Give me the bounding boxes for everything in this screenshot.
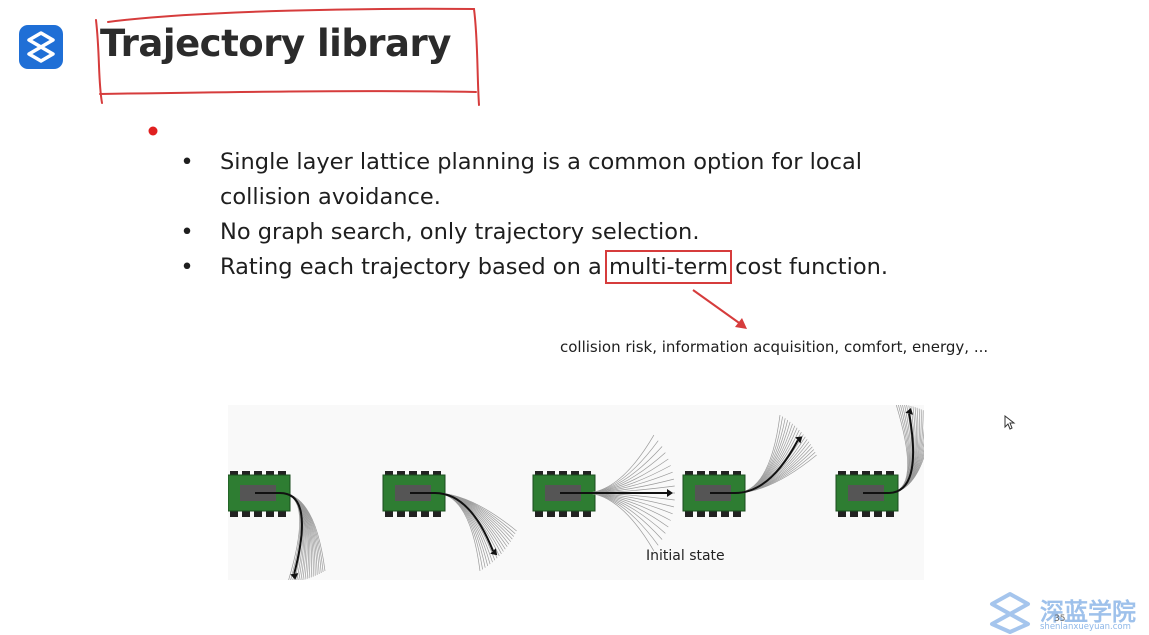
bullet-marker: •: [180, 254, 194, 280]
bullet-item: • No graph search, only trajectory selec…: [180, 215, 940, 250]
robot-wheel: [583, 471, 591, 477]
highlighted-term: multi-term: [604, 250, 733, 284]
watermark-url: shenlanxueyuan.com: [1040, 622, 1131, 632]
trajectory-illustration: [227, 403, 934, 583]
robot-wheel: [230, 471, 238, 477]
robot-wheel: [421, 511, 429, 517]
robot-wheel: [242, 471, 250, 477]
ink-dot: [148, 126, 158, 136]
robot-wheel: [254, 471, 262, 477]
robot-wheel: [433, 471, 441, 477]
robot-wheel: [535, 511, 543, 517]
robot-wheel: [685, 511, 693, 517]
robot-wheel: [850, 471, 858, 477]
robot-wheel: [862, 511, 870, 517]
robot-wheel: [409, 511, 417, 517]
robot-wheel: [278, 511, 286, 517]
bullet-text-before: Rating each trajectory based on a: [220, 254, 609, 280]
robot-wheel: [721, 471, 729, 477]
robot-wheel: [385, 511, 393, 517]
robot-wheel: [862, 471, 870, 477]
robot-wheel: [709, 511, 717, 517]
robot-wheel: [535, 471, 543, 477]
page-number: 35: [1054, 614, 1066, 624]
selected-trajectory: [410, 492, 494, 552]
bullet-item: • Single layer lattice planning is a com…: [180, 145, 940, 215]
arrow-head: [490, 548, 498, 556]
robot-wheel: [230, 511, 238, 517]
bullet-marker: •: [180, 219, 194, 245]
robot-wheel: [733, 471, 741, 477]
robot-wheel: [571, 511, 579, 517]
bullet-list: • Single layer lattice planning is a com…: [180, 145, 940, 285]
robot-wheel: [266, 471, 274, 477]
robot-wheel: [571, 471, 579, 477]
robot-wheel: [433, 511, 441, 517]
robot-wheel: [886, 471, 894, 477]
robot-wheel: [242, 511, 250, 517]
selected-trajectory: [710, 439, 799, 494]
robot-wheel: [278, 471, 286, 477]
trajectory-candidate: [584, 458, 669, 494]
bullet-line: Single layer lattice planning is a commo…: [220, 149, 863, 175]
robot-wheel: [733, 511, 741, 517]
mouse-pointer-icon: [1004, 415, 1016, 430]
bullet-text-after: cost function.: [728, 254, 889, 280]
cost-terms-annotation: collision risk, information acquisition,…: [560, 338, 989, 356]
robot-wheel: [583, 511, 591, 517]
robot-wheel: [421, 471, 429, 477]
robot-wheel: [559, 511, 567, 517]
bullet-marker: •: [180, 149, 194, 175]
slide-title: Trajectory library: [100, 22, 451, 65]
robot-wheel: [547, 471, 555, 477]
robot-wheel: [397, 511, 405, 517]
robot-wheel: [838, 511, 846, 517]
trajectory-candidate: [584, 492, 669, 528]
robot-wheel: [254, 511, 262, 517]
watermark-logo-icon: [990, 592, 1030, 634]
trajectory-figure: [227, 403, 934, 583]
robot-wheel: [385, 471, 393, 477]
bullet-line: collision avoidance.: [220, 184, 441, 210]
bullet-item: • Rating each trajectory based on a mult…: [180, 250, 940, 285]
robot-wheel: [874, 471, 882, 477]
arrow-head: [905, 408, 914, 415]
arrow-head: [290, 573, 299, 580]
robot-wheel: [397, 471, 405, 477]
figure-caption: Initial state: [646, 548, 725, 564]
trajectory-candidate: [584, 452, 666, 494]
robot-wheel: [685, 471, 693, 477]
arrow-head: [795, 436, 803, 444]
robot-wheel: [886, 511, 894, 517]
robot-wheel: [697, 511, 705, 517]
selected-trajectory: [255, 492, 303, 575]
robot-wheel: [709, 471, 717, 477]
robot-wheel: [874, 511, 882, 517]
robot-wheel: [697, 471, 705, 477]
robot-wheel: [547, 511, 555, 517]
trajectory-candidate: [584, 492, 666, 534]
robot-wheel: [838, 471, 846, 477]
robot-wheel: [409, 471, 417, 477]
selected-trajectory: [863, 413, 915, 494]
robot-wheel: [266, 511, 274, 517]
arrow-head: [667, 489, 673, 497]
robot-wheel: [850, 511, 858, 517]
robot-wheel: [721, 511, 729, 517]
bullet-line: No graph search, only trajectory selecti…: [220, 219, 700, 245]
watermark-brand: 深蓝学院: [1040, 598, 1136, 626]
brand-logo-icon: [19, 25, 63, 69]
robot-wheel: [559, 471, 567, 477]
